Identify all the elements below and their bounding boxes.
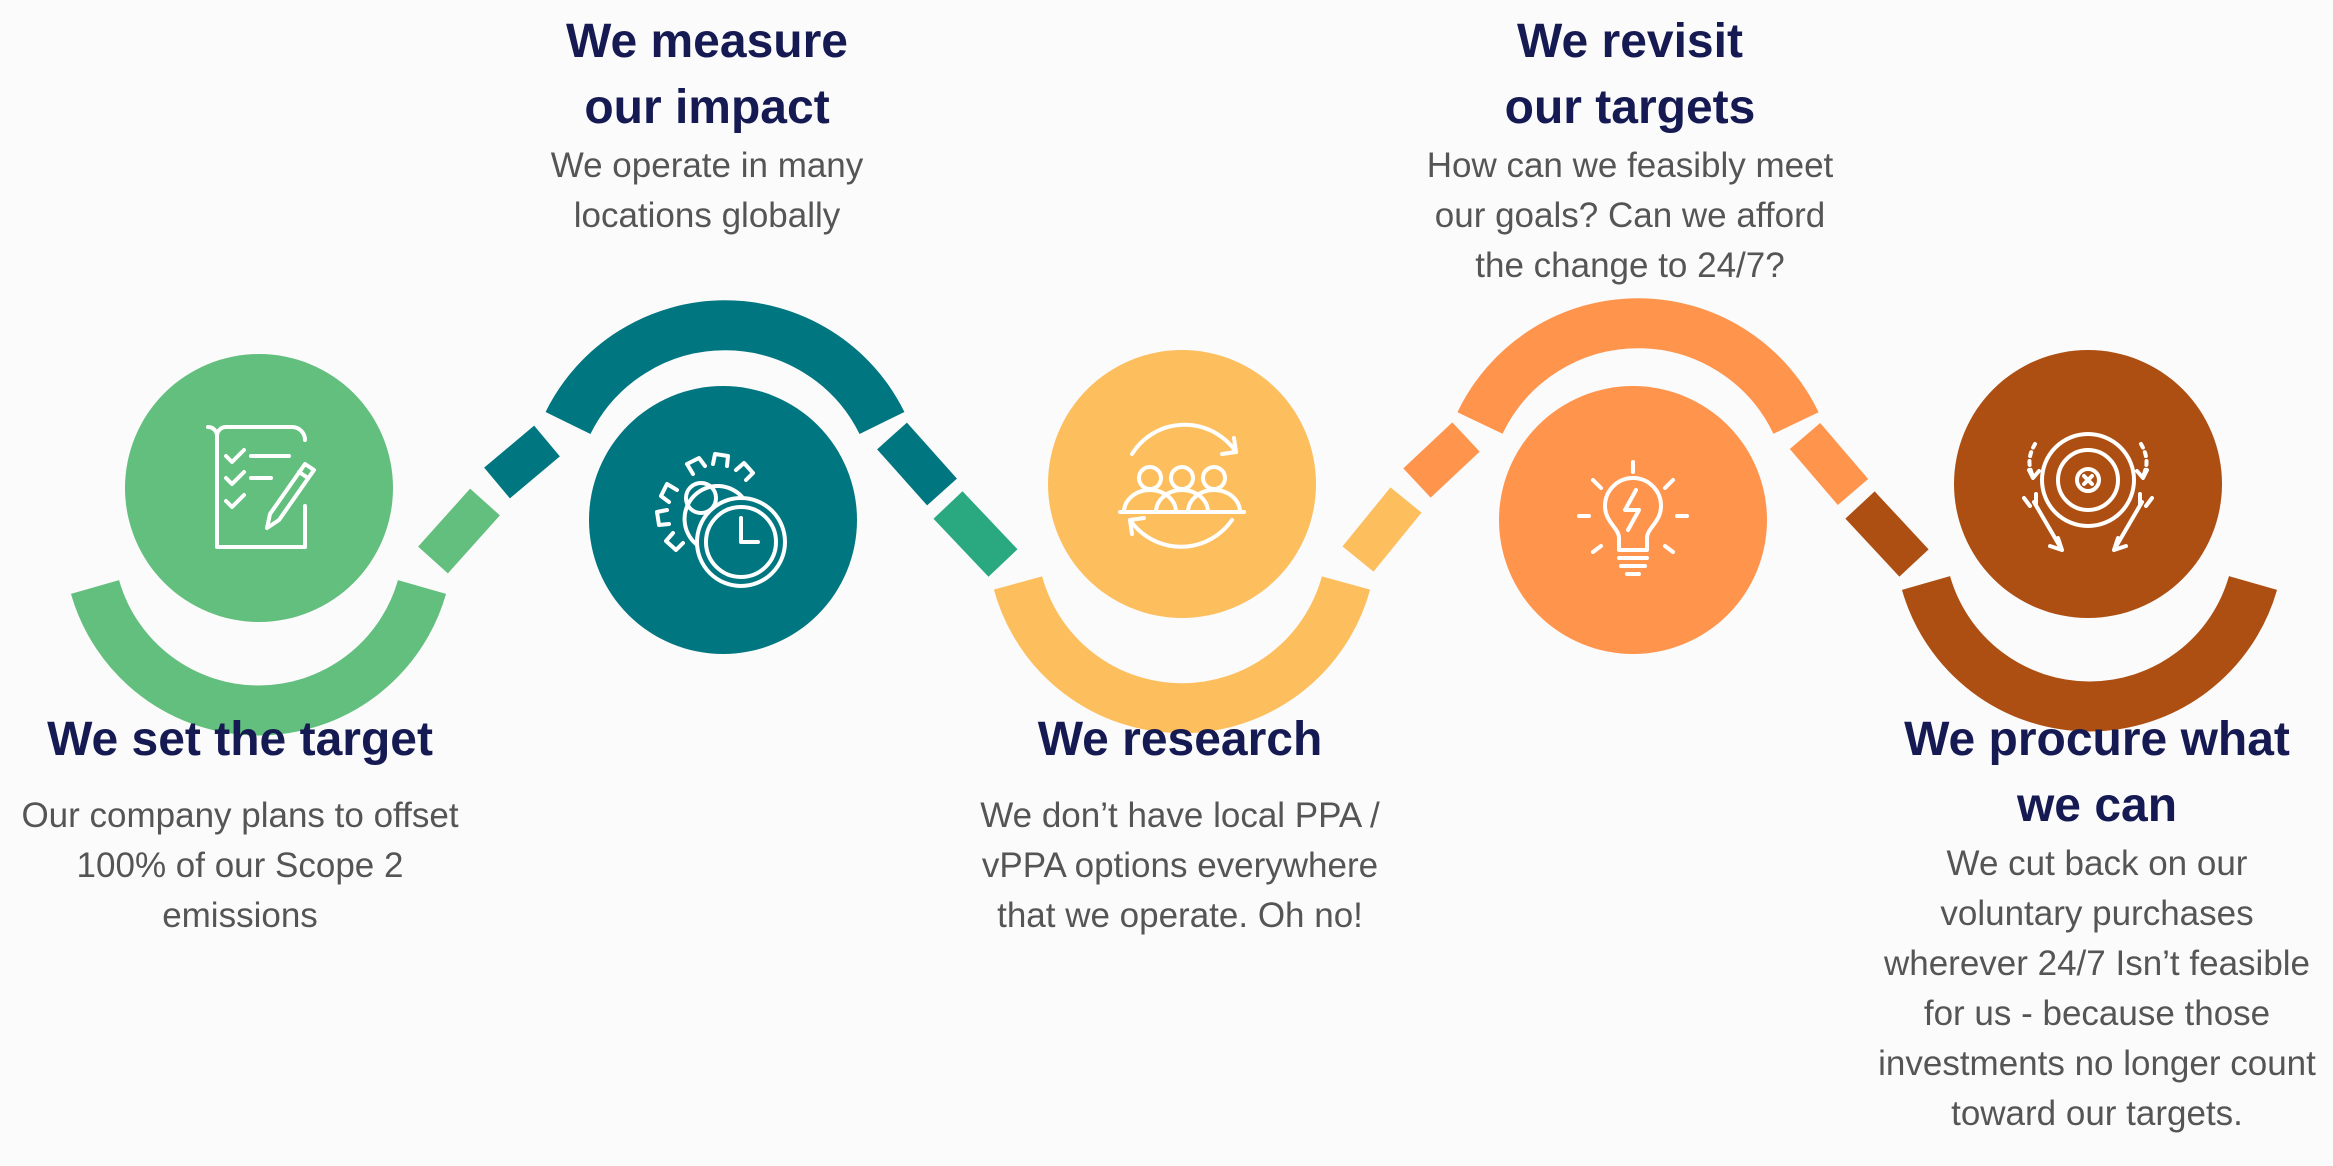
lightbulb-icon [1577, 460, 1689, 576]
checklist-pencil-icon [206, 425, 316, 549]
connector-dash [418, 488, 500, 574]
connector-dash [877, 422, 957, 506]
connector-dash [1789, 422, 1869, 506]
connector-arc-research [993, 576, 1371, 734]
step-description: How can we feasibly meet our goals? Can … [1426, 146, 1834, 285]
connector-arc-procure [1901, 575, 2278, 732]
step-research: We research We don’t have local PPA / vP… [960, 707, 1400, 941]
step-circle-measure-impact [589, 386, 857, 654]
connector-dash [1342, 487, 1422, 572]
connector-arc-revisit-targets [1457, 298, 1819, 435]
gear-clock-icon [655, 452, 787, 588]
connector-dash [1845, 491, 1929, 577]
step-revisit-targets: We revisit our targets How can we feasib… [1408, 9, 1852, 291]
step-title: We measure our impact [566, 15, 848, 134]
step-circle-procure [1954, 350, 2222, 618]
step-circle-set-target [125, 354, 393, 622]
step-title: We research [1037, 713, 1323, 766]
step-procure: We procure what we can We cut back on ou… [1872, 707, 2322, 1139]
step-description: We cut back on our voluntary purchases w… [1878, 844, 2316, 1133]
step-title: We procure what we can [1904, 713, 2290, 832]
step-title: We set the target [47, 713, 433, 766]
step-description: Our company plans to offset 100% of our … [21, 796, 459, 935]
team-cycle-icon [1118, 422, 1246, 549]
step-description: We don’t have local PPA / vPPA options e… [980, 796, 1380, 935]
connector-arc-measure-impact [545, 300, 905, 435]
step-circle-research [1048, 350, 1316, 618]
connector-dash [1403, 422, 1480, 498]
target-arrows-icon [2022, 432, 2154, 552]
connector-arc-set-target [70, 579, 447, 736]
step-title: We revisit our targets [1504, 15, 1756, 134]
connector-dash [484, 425, 560, 499]
step-measure-impact: We measure our impact We operate in many… [467, 9, 947, 241]
step-set-target: We set the target Our company plans to o… [10, 707, 470, 941]
connector-dash [933, 491, 1018, 577]
step-description: We operate in many locations globally [550, 146, 864, 235]
